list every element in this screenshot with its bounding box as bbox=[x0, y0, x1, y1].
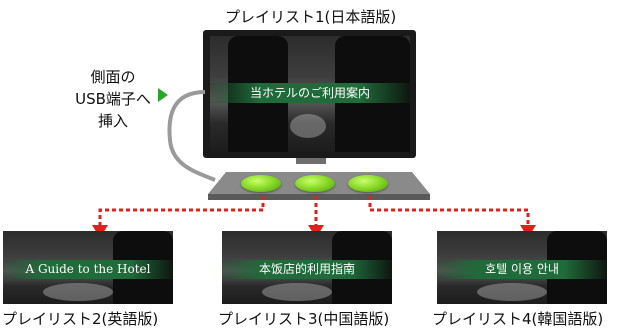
usb-button-3[interactable] bbox=[348, 175, 388, 192]
usb-button-2[interactable] bbox=[295, 175, 335, 192]
insert-usb-label-line2: USB端子へ bbox=[75, 90, 151, 108]
tv-banner: 当ホテルのご利用案内 bbox=[210, 83, 410, 103]
playlist2-label: プレイリスト2(英語版) bbox=[2, 310, 159, 328]
insert-usb-label-line1: 側面の bbox=[90, 68, 136, 86]
playlist2-thumbnail: A Guide to the Hotel bbox=[3, 231, 173, 304]
playlist2-banner: A Guide to the Hotel bbox=[3, 260, 173, 279]
insert-usb-label: 側面の USB端子へ 挿入 bbox=[58, 66, 168, 132]
tv-stand bbox=[296, 158, 326, 164]
usb-button-1[interactable] bbox=[241, 175, 281, 192]
playlist3-banner: 本饭店的利用指南 bbox=[222, 260, 392, 279]
insert-usb-label-line3: 挿入 bbox=[97, 112, 128, 130]
playlist4-thumbnail: 호텔 이용 안내 bbox=[437, 231, 607, 304]
playlist3-label: プレイリスト3(中国語版) bbox=[218, 310, 390, 328]
playlist4-label: プレイリスト4(韓国語版) bbox=[432, 310, 604, 328]
tv-screen: 当ホテルのご利用案内 bbox=[210, 36, 410, 152]
playlist1-label: プレイリスト1(日本語版) bbox=[225, 8, 397, 26]
playlist3-thumbnail: 本饭店的利用指南 bbox=[222, 231, 392, 304]
playlist4-banner: 호텔 이용 안내 bbox=[437, 260, 607, 279]
insert-arrow-icon bbox=[158, 88, 168, 102]
